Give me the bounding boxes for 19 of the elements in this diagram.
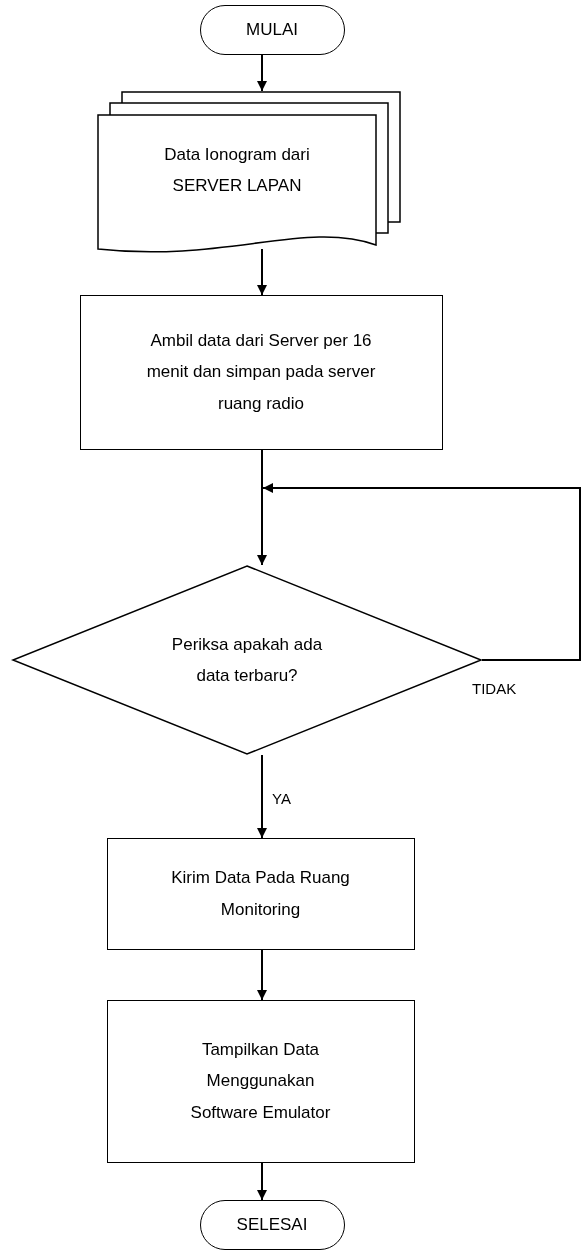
node-text: MULAI — [246, 18, 298, 41]
process-box — [107, 838, 415, 950]
node-text: Periksa apakah ada data terbaru? — [170, 633, 324, 687]
arrow — [257, 949, 267, 1001]
node-text: SELESAI — [236, 1213, 308, 1236]
node-text: Data Ionogram dari SERVER LAPAN — [163, 143, 311, 197]
process-box — [80, 295, 443, 450]
node-text: Kirim Data Pada Ruang Monitoring — [170, 867, 351, 921]
arrow — [257, 754, 267, 839]
arrow — [257, 1162, 267, 1201]
node-text: Ambil data dari Server per 16 menit dan simpan pada server ruang radio — [145, 329, 377, 415]
arrow — [262, 483, 581, 661]
arrow — [257, 248, 267, 296]
process-box — [107, 1000, 415, 1163]
terminator — [200, 5, 345, 55]
terminator — [200, 1200, 345, 1250]
node-text: Tampilkan Data Menggunakan Software Emulator — [189, 1038, 332, 1124]
arrow — [257, 54, 267, 92]
arrow — [257, 449, 267, 566]
